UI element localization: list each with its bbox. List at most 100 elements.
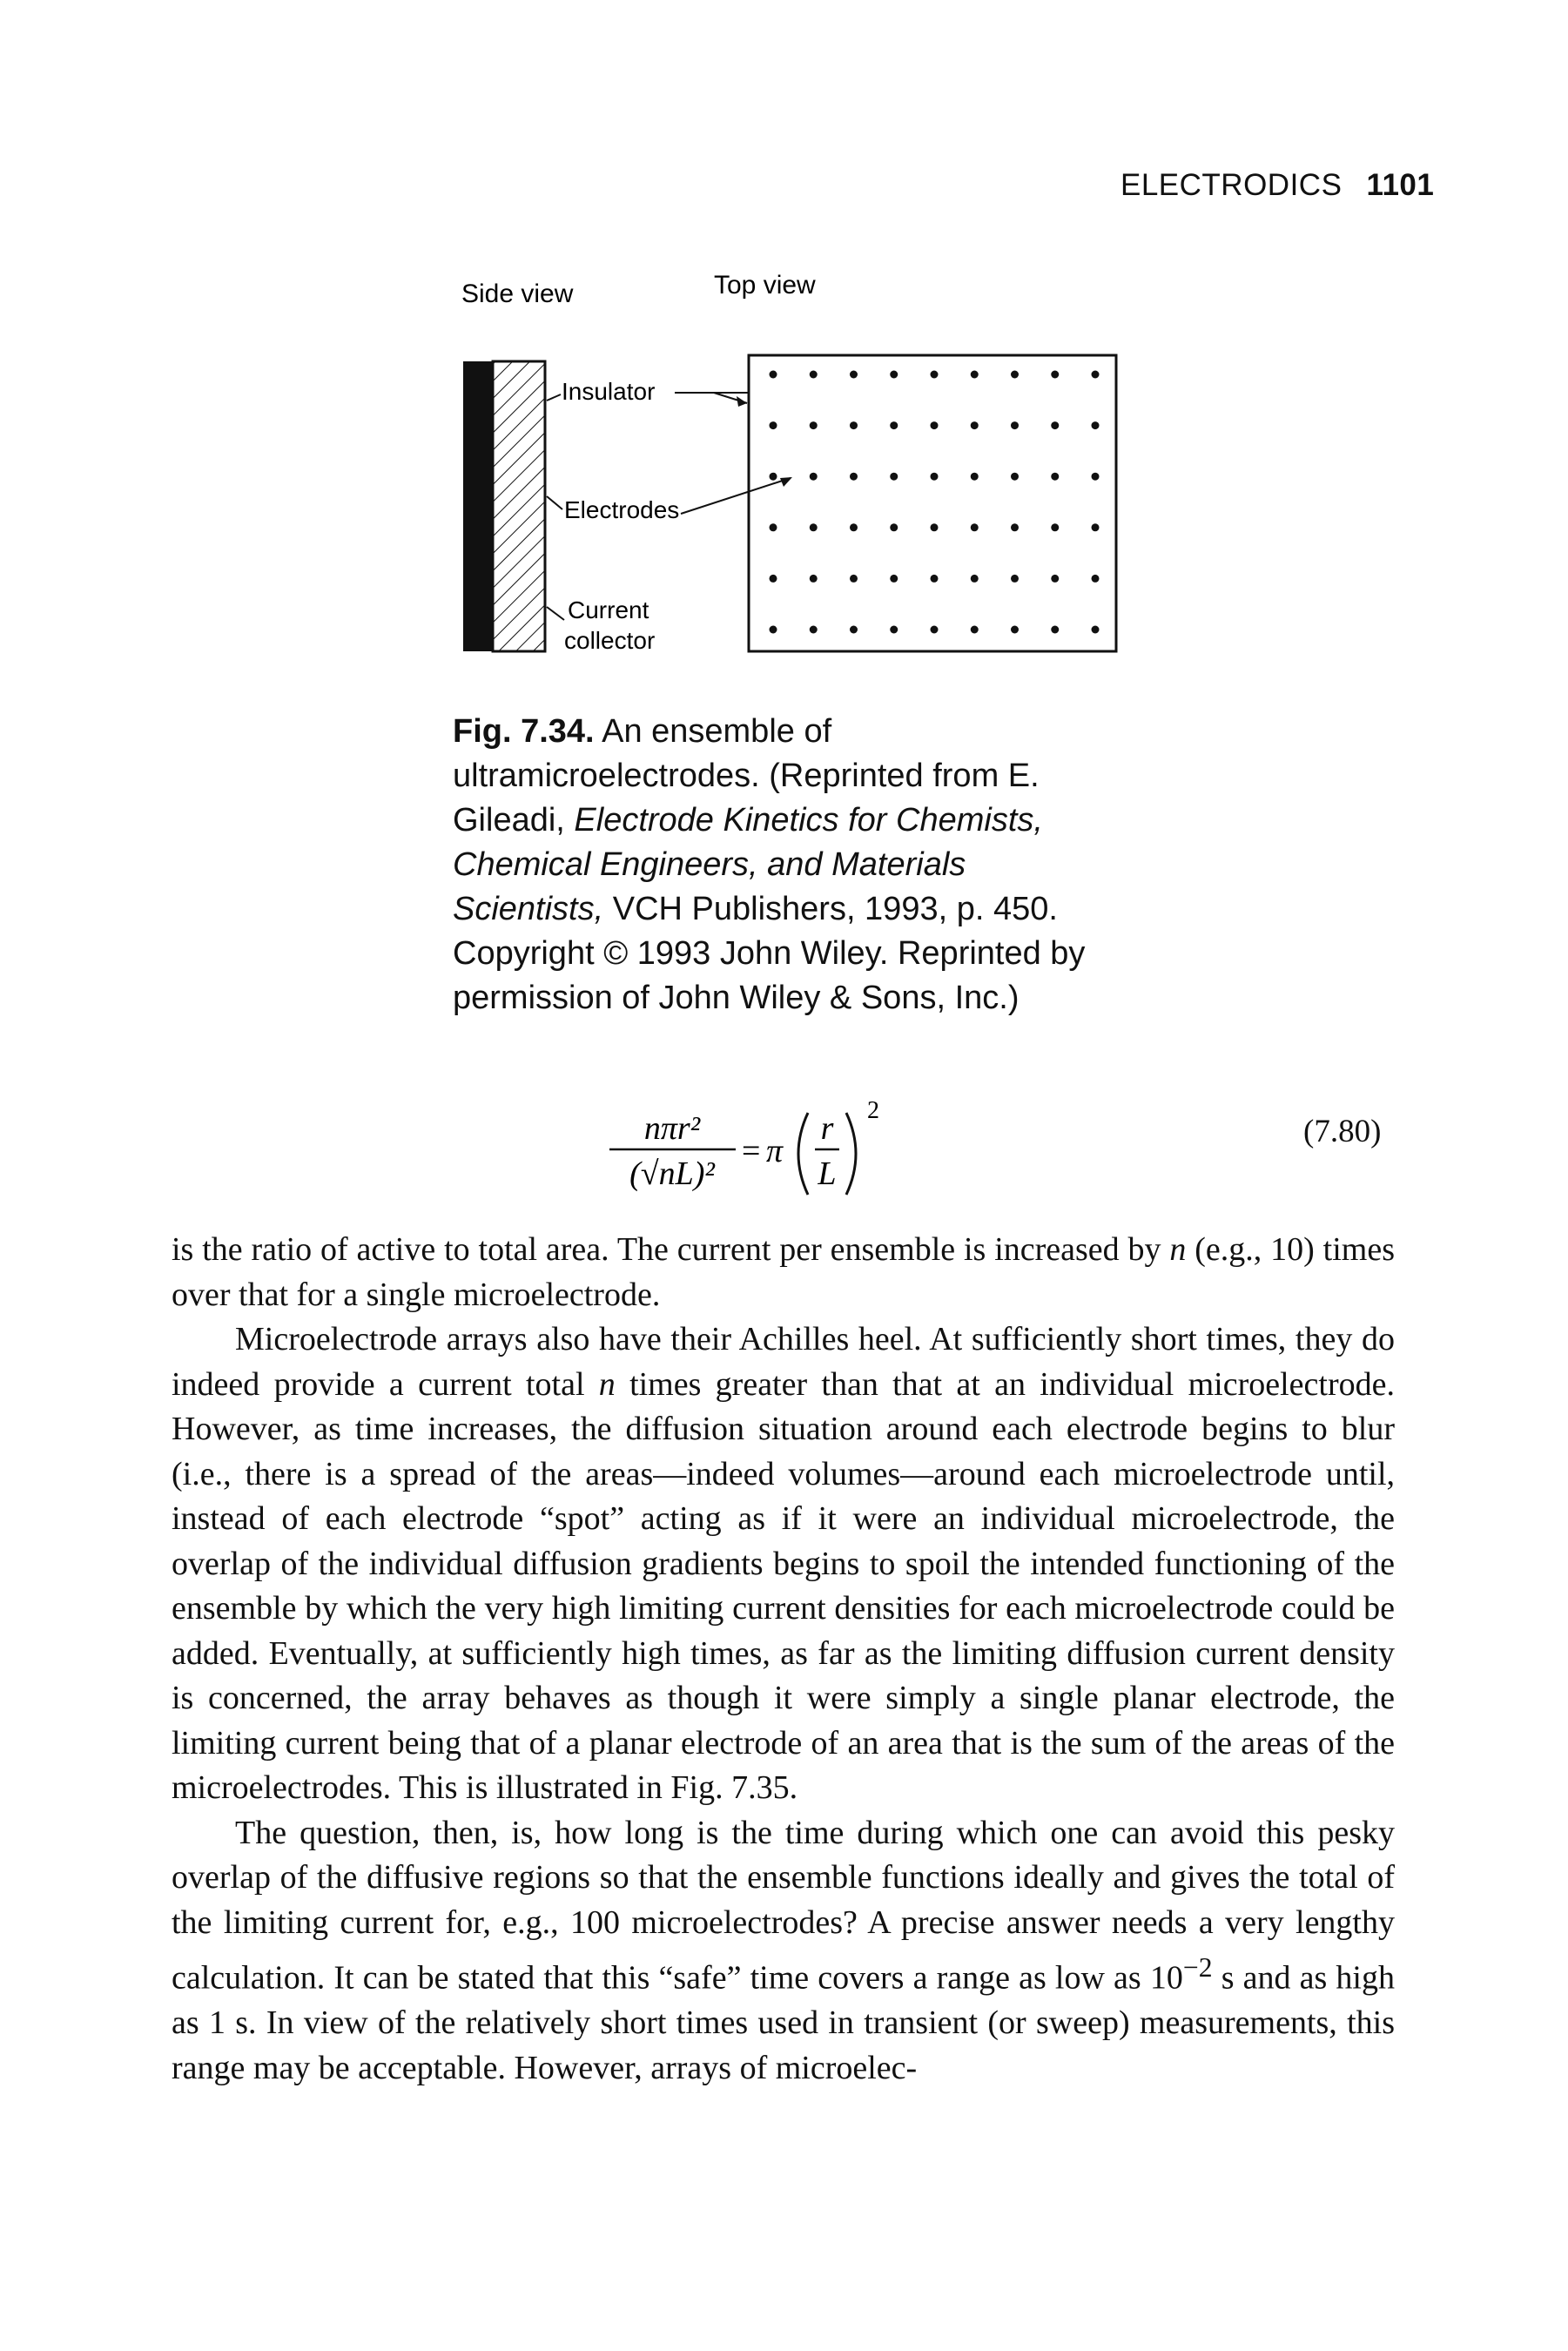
p1-text-b: (e.g., 10) times over that for a single … bbox=[172, 1231, 1395, 1313]
electrode-dot bbox=[890, 421, 898, 430]
electrode-dot bbox=[930, 472, 939, 481]
p2-variable-n: n bbox=[598, 1365, 616, 1403]
electrode-dot bbox=[769, 472, 777, 481]
eq-lhs-numerator: nπr² bbox=[644, 1110, 701, 1147]
page-number: 1101 bbox=[1366, 168, 1435, 202]
top-view-frame bbox=[747, 354, 1118, 653]
electrode-dot bbox=[809, 421, 818, 430]
electrode-dot bbox=[1011, 370, 1019, 379]
eq-exponent: 2 bbox=[867, 1097, 879, 1124]
eq-frac-denominator: L bbox=[817, 1155, 836, 1192]
electrode-dot bbox=[1051, 472, 1060, 481]
electrode-dot bbox=[930, 421, 939, 430]
electrode-dot bbox=[1091, 421, 1100, 430]
figure-number: Fig. 7.34. bbox=[453, 713, 595, 750]
electrode-dot bbox=[809, 523, 818, 532]
electrode-dot bbox=[930, 370, 939, 379]
electrodes-label: Electrodes bbox=[564, 496, 679, 523]
insulator-layer bbox=[491, 360, 547, 653]
caption-text-1: An ensemble of ultramicroelectrodes. (Re… bbox=[453, 713, 1040, 839]
paragraph-2: Microelectrode arrays also have their Ac… bbox=[172, 1317, 1395, 1811]
electrode-dot bbox=[769, 370, 777, 379]
electrode-dot bbox=[769, 421, 777, 430]
paragraph-3: The question, then, is, how long is the … bbox=[172, 1811, 1395, 2092]
figure-7-34: Side view Top view Insulator Electrodes … bbox=[453, 266, 1123, 701]
electrode-dot bbox=[890, 370, 898, 379]
current-label: Current bbox=[568, 596, 649, 623]
p1-variable-n: n bbox=[1169, 1231, 1187, 1268]
electrode-dot bbox=[1051, 625, 1060, 634]
p2-text-b: times greater than that at an individual… bbox=[172, 1365, 1395, 1807]
electrode-dot bbox=[769, 523, 777, 532]
caption-book-title: Electrode Kinetics for Chemists, Chemica… bbox=[453, 802, 1043, 927]
electrode-dot bbox=[850, 523, 858, 532]
top-view-label: Top view bbox=[714, 271, 816, 300]
electrode-dot bbox=[809, 472, 818, 481]
caption-text-2: VCH Publishers, 1993, p. 450. Copyright … bbox=[453, 891, 1086, 1016]
electrode-dot bbox=[1011, 625, 1019, 634]
electrode-dot bbox=[809, 574, 818, 583]
electrode-dot bbox=[769, 625, 777, 634]
electrode-dot bbox=[930, 574, 939, 583]
insulator-label: Insulator bbox=[562, 378, 655, 405]
electrode-dot bbox=[1091, 370, 1100, 379]
p3-text-b: s and as high as 1 s. In view of the rel… bbox=[172, 1959, 1395, 2086]
electrode-dot bbox=[1011, 421, 1019, 430]
eq-left-paren bbox=[797, 1112, 810, 1196]
eq-equals: = bbox=[742, 1133, 760, 1169]
figure-caption: Fig. 7.34. An ensemble of ultramicroelec… bbox=[453, 710, 1123, 1021]
eq-pi: π bbox=[766, 1133, 784, 1169]
electrode-dot bbox=[1091, 574, 1100, 583]
electrode-dot bbox=[850, 472, 858, 481]
electrode-dot bbox=[1051, 574, 1060, 583]
electrode-dot bbox=[890, 574, 898, 583]
electrode-dot bbox=[970, 472, 979, 481]
equation-number: (7.80) bbox=[1303, 1114, 1382, 1149]
electrode-dot bbox=[1091, 472, 1100, 481]
eq-lhs-denominator: (√nL)² bbox=[629, 1155, 715, 1192]
running-head: ELECTRODICS 1101 bbox=[1120, 168, 1434, 203]
electrode-dot bbox=[970, 421, 979, 430]
electrode-dot bbox=[970, 574, 979, 583]
electrode-dot bbox=[1011, 574, 1019, 583]
eq-frac-numerator: r bbox=[821, 1110, 834, 1147]
electrode-dot bbox=[1051, 370, 1060, 379]
p2-text-a: Microelectrode arrays also have their Ac… bbox=[172, 1321, 1395, 1403]
electrode-dot bbox=[1051, 421, 1060, 430]
p1-text-a: is the ratio of active to total area. Th… bbox=[172, 1231, 1170, 1268]
electrode-dot bbox=[890, 625, 898, 634]
eq-right-paren bbox=[845, 1112, 858, 1196]
electrode-dot bbox=[850, 370, 858, 379]
electrode-dot bbox=[1091, 523, 1100, 532]
p3-power-base: 10 bbox=[1149, 1959, 1183, 1997]
electrode-dot bbox=[930, 523, 939, 532]
electrode-dot bbox=[1011, 472, 1019, 481]
electrode-dot bbox=[970, 370, 979, 379]
p3-power-exponent: −2 bbox=[1182, 1952, 1213, 1983]
equation-7-80: nπr² (√nL)² = π r L 2 bbox=[609, 1088, 1132, 1219]
electrode-dot bbox=[1051, 523, 1060, 532]
electrode-dot bbox=[1011, 523, 1019, 532]
electrode-dot bbox=[890, 523, 898, 532]
figure-diagram: Side view Top view Insulator Electrodes … bbox=[461, 271, 1118, 654]
electrode-grid bbox=[769, 370, 1100, 634]
electrode-dot bbox=[769, 574, 777, 583]
current-collector-bar bbox=[463, 361, 493, 651]
electrode-dot bbox=[850, 574, 858, 583]
electrode-dot bbox=[970, 625, 979, 634]
electrode-dot bbox=[850, 625, 858, 634]
electrode-dot bbox=[930, 625, 939, 634]
electrode-dot bbox=[970, 523, 979, 532]
electrode-dot bbox=[809, 370, 818, 379]
electrode-dot bbox=[850, 421, 858, 430]
p3-text-a: The question, then, is, how long is the … bbox=[172, 1814, 1395, 1997]
electrode-dot bbox=[1091, 625, 1100, 634]
electrodes-arrow bbox=[680, 477, 791, 515]
equation-graphic: nπr² (√nL)² = π r L 2 bbox=[609, 1097, 879, 1196]
body-text: is the ratio of active to total area. Th… bbox=[172, 1228, 1395, 2091]
collector-label: collector bbox=[564, 627, 655, 654]
electrode-dot bbox=[809, 625, 818, 634]
paragraph-1: is the ratio of active to total area. Th… bbox=[172, 1228, 1395, 1317]
electrode-dot bbox=[890, 472, 898, 481]
running-head-title: ELECTRODICS bbox=[1120, 168, 1343, 202]
